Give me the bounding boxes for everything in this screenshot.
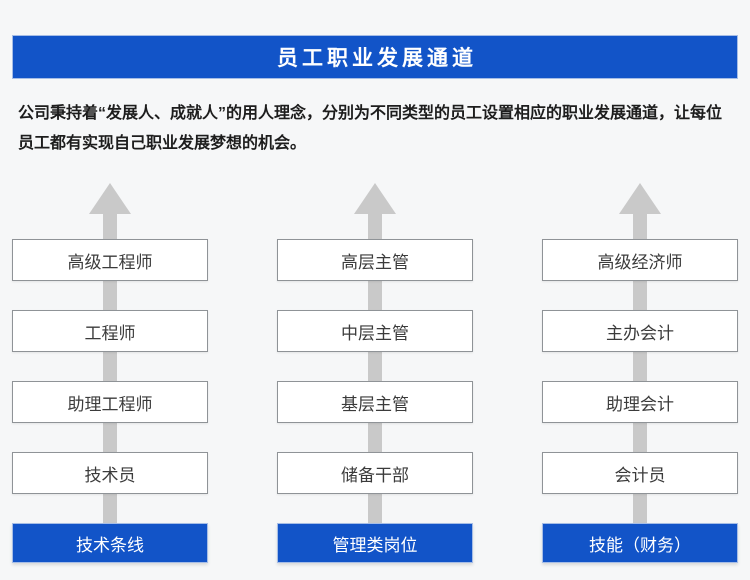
- level-label: 高级工程师: [67, 252, 153, 272]
- level-box: 主办会计: [542, 310, 738, 352]
- level-box: 技术员: [12, 452, 208, 494]
- career-column-finance-skill: 高级经济师 主办会计 助理会计 会计员 技能（财务）: [542, 183, 738, 563]
- category-label: 技能（财务）: [589, 535, 691, 555]
- level-label: 技术员: [84, 465, 136, 485]
- level-box: 助理会计: [542, 381, 738, 423]
- level-label: 基层主管: [341, 394, 409, 414]
- career-column-management: 高层主管 中层主管 基层主管 储备干部 管理类岗位: [277, 183, 473, 563]
- up-arrow-icon: [89, 183, 131, 214]
- category-box: 技能（财务）: [542, 523, 738, 563]
- category-label: 技术条线: [76, 535, 144, 555]
- level-label: 助理会计: [606, 394, 674, 414]
- category-label: 管理类岗位: [332, 535, 418, 555]
- level-label: 会计员: [614, 465, 666, 485]
- title-banner: 员工职业发展通道: [12, 35, 738, 79]
- category-box: 管理类岗位: [277, 523, 473, 563]
- level-box: 会计员: [542, 452, 738, 494]
- level-label: 高级经济师: [597, 252, 683, 272]
- level-box: 中层主管: [277, 310, 473, 352]
- page-title: 员工职业发展通道: [277, 47, 477, 70]
- level-list: 高级经济师 主办会计 助理会计 会计员 技能（财务）: [542, 239, 738, 563]
- up-arrow-icon: [354, 183, 396, 214]
- career-column-technical: 高级工程师 工程师 助理工程师 技术员 技术条线: [12, 183, 208, 563]
- level-label: 助理工程师: [67, 394, 153, 414]
- level-label: 工程师: [84, 323, 136, 343]
- category-box: 技术条线: [12, 523, 208, 563]
- level-label: 储备干部: [341, 465, 409, 485]
- level-box: 助理工程师: [12, 381, 208, 423]
- level-box: 高级经济师: [542, 239, 738, 281]
- career-path-columns: 高级工程师 工程师 助理工程师 技术员 技术条线 高层主管 中层主管 基层主管 …: [12, 183, 738, 563]
- level-list: 高级工程师 工程师 助理工程师 技术员 技术条线: [12, 239, 208, 563]
- up-arrow-icon: [619, 183, 661, 214]
- level-label: 主办会计: [606, 323, 674, 343]
- level-label: 高层主管: [341, 252, 409, 272]
- intro-paragraph: 公司秉持着“发展人、成就人”的用人理念，分别为不同类型的员工设置相应的职业发展通…: [18, 105, 723, 152]
- level-label: 中层主管: [341, 323, 409, 343]
- level-box: 基层主管: [277, 381, 473, 423]
- level-box: 高层主管: [277, 239, 473, 281]
- level-list: 高层主管 中层主管 基层主管 储备干部 管理类岗位: [277, 239, 473, 563]
- level-box: 工程师: [12, 310, 208, 352]
- level-box: 储备干部: [277, 452, 473, 494]
- level-box: 高级工程师: [12, 239, 208, 281]
